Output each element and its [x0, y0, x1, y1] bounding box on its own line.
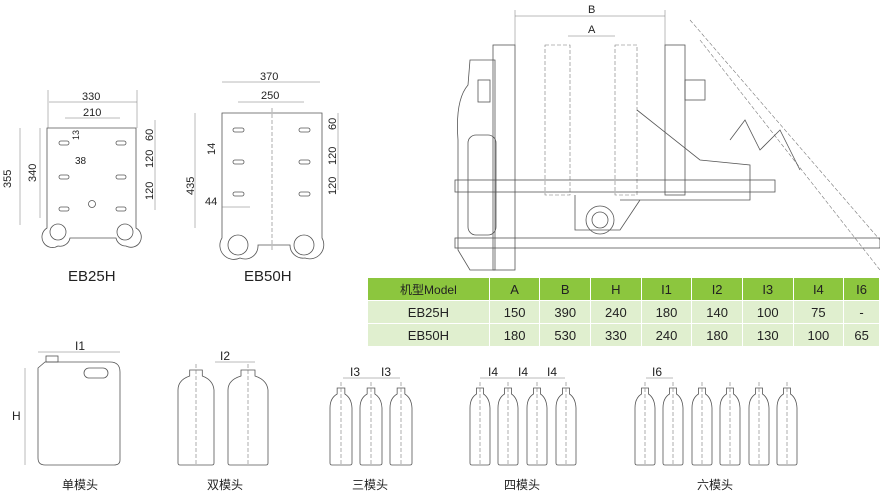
- table-cell: 100: [793, 323, 845, 346]
- table-cell: 140: [691, 300, 743, 324]
- clamp-machine-drawing: B A: [454, 4, 880, 271]
- dim-13: 13: [71, 130, 81, 140]
- table-cell: 180: [489, 323, 541, 346]
- bottle-layouts: I1 H I2 I3 I3 I4 I4 I4 I6: [12, 339, 798, 466]
- dim-120a: 120: [327, 147, 339, 165]
- label-i2: I2: [220, 349, 230, 363]
- dim-120b: 120: [144, 182, 156, 200]
- dim-14: 14: [206, 143, 218, 155]
- machine-label-b: B: [588, 4, 595, 16]
- dim-44: 44: [205, 196, 217, 208]
- table-cell: -: [843, 300, 880, 324]
- col-i3: I3: [742, 278, 794, 301]
- plate-title-eb50h: EB50H: [244, 268, 292, 285]
- dim-60: 60: [144, 129, 156, 141]
- dim-60: 60: [327, 118, 339, 130]
- table-cell: 330: [590, 323, 642, 346]
- table-cell: 65: [843, 323, 880, 346]
- col-model: 机型Model: [368, 278, 490, 301]
- table-cell: EB50H: [368, 323, 490, 346]
- label-i3: I3: [381, 365, 391, 379]
- col-i6: I6: [843, 278, 880, 301]
- handle-bottle: [227, 369, 269, 466]
- col-h: H: [590, 278, 642, 301]
- bottle: [555, 387, 577, 466]
- bottle: [776, 387, 798, 466]
- eb50h-plate-drawing: 370 250 435 14 44 60 120 120 EB50H: [185, 71, 339, 285]
- dim-435: 435: [185, 177, 197, 195]
- table-cell: 100: [742, 300, 794, 324]
- table-cell: 240: [641, 323, 693, 346]
- bottle: [329, 387, 353, 466]
- label-i1: I1: [75, 339, 85, 353]
- bottle: [691, 387, 713, 466]
- table-cell: EB25H: [368, 300, 490, 324]
- bottle: [719, 387, 741, 466]
- label-h: H: [12, 409, 21, 423]
- dim-250: 250: [261, 90, 279, 102]
- dim-370: 370: [260, 71, 278, 83]
- bottle: [526, 387, 548, 466]
- table-cell: 180: [691, 323, 743, 346]
- handle-bottle: [177, 369, 215, 466]
- table-cell: 130: [742, 323, 794, 346]
- bottle: [389, 387, 413, 466]
- caption-quad: 四模头: [504, 478, 541, 492]
- eb25h-plate-drawing: 330 210 355 340 13 38 60 120 120 EB25H: [2, 90, 156, 285]
- col-b: B: [539, 278, 592, 301]
- dim-120b: 120: [327, 177, 339, 195]
- dim-120a: 120: [144, 150, 156, 168]
- label-i6: I6: [652, 365, 662, 379]
- dim-210: 210: [83, 107, 101, 119]
- caption-triple: 三模头: [352, 478, 389, 492]
- caption-single: 单模头: [62, 478, 99, 492]
- table-cell: 390: [539, 300, 592, 324]
- bottle: [359, 387, 383, 466]
- dim-38: 38: [75, 156, 87, 167]
- label-i4: I4: [488, 365, 498, 379]
- col-i2: I2: [691, 278, 743, 301]
- plate-title-eb25h: EB25H: [68, 268, 116, 285]
- table-cell: 180: [641, 300, 693, 324]
- jerrycan: [37, 361, 121, 466]
- bottle: [748, 387, 770, 466]
- bottle: [662, 387, 684, 466]
- table-cell: 240: [590, 300, 642, 324]
- bottle: [634, 387, 656, 466]
- col-i1: I1: [641, 278, 693, 301]
- label-i4: I4: [518, 365, 528, 379]
- bottle: [497, 387, 519, 466]
- dim-355: 355: [2, 170, 14, 188]
- label-i3: I3: [350, 365, 360, 379]
- col-i4: I4: [793, 278, 845, 301]
- caption-six: 六模头: [697, 478, 734, 492]
- dim-340: 340: [27, 164, 39, 182]
- table-cell: 150: [489, 300, 541, 324]
- dim-330: 330: [82, 91, 100, 103]
- table-cell: 530: [539, 323, 592, 346]
- col-a: A: [489, 278, 541, 301]
- label-i4: I4: [547, 365, 557, 379]
- machine-label-a: A: [588, 24, 596, 36]
- caption-double: 双模头: [207, 478, 244, 492]
- table-cell: 75: [793, 300, 845, 324]
- bottle: [469, 387, 491, 466]
